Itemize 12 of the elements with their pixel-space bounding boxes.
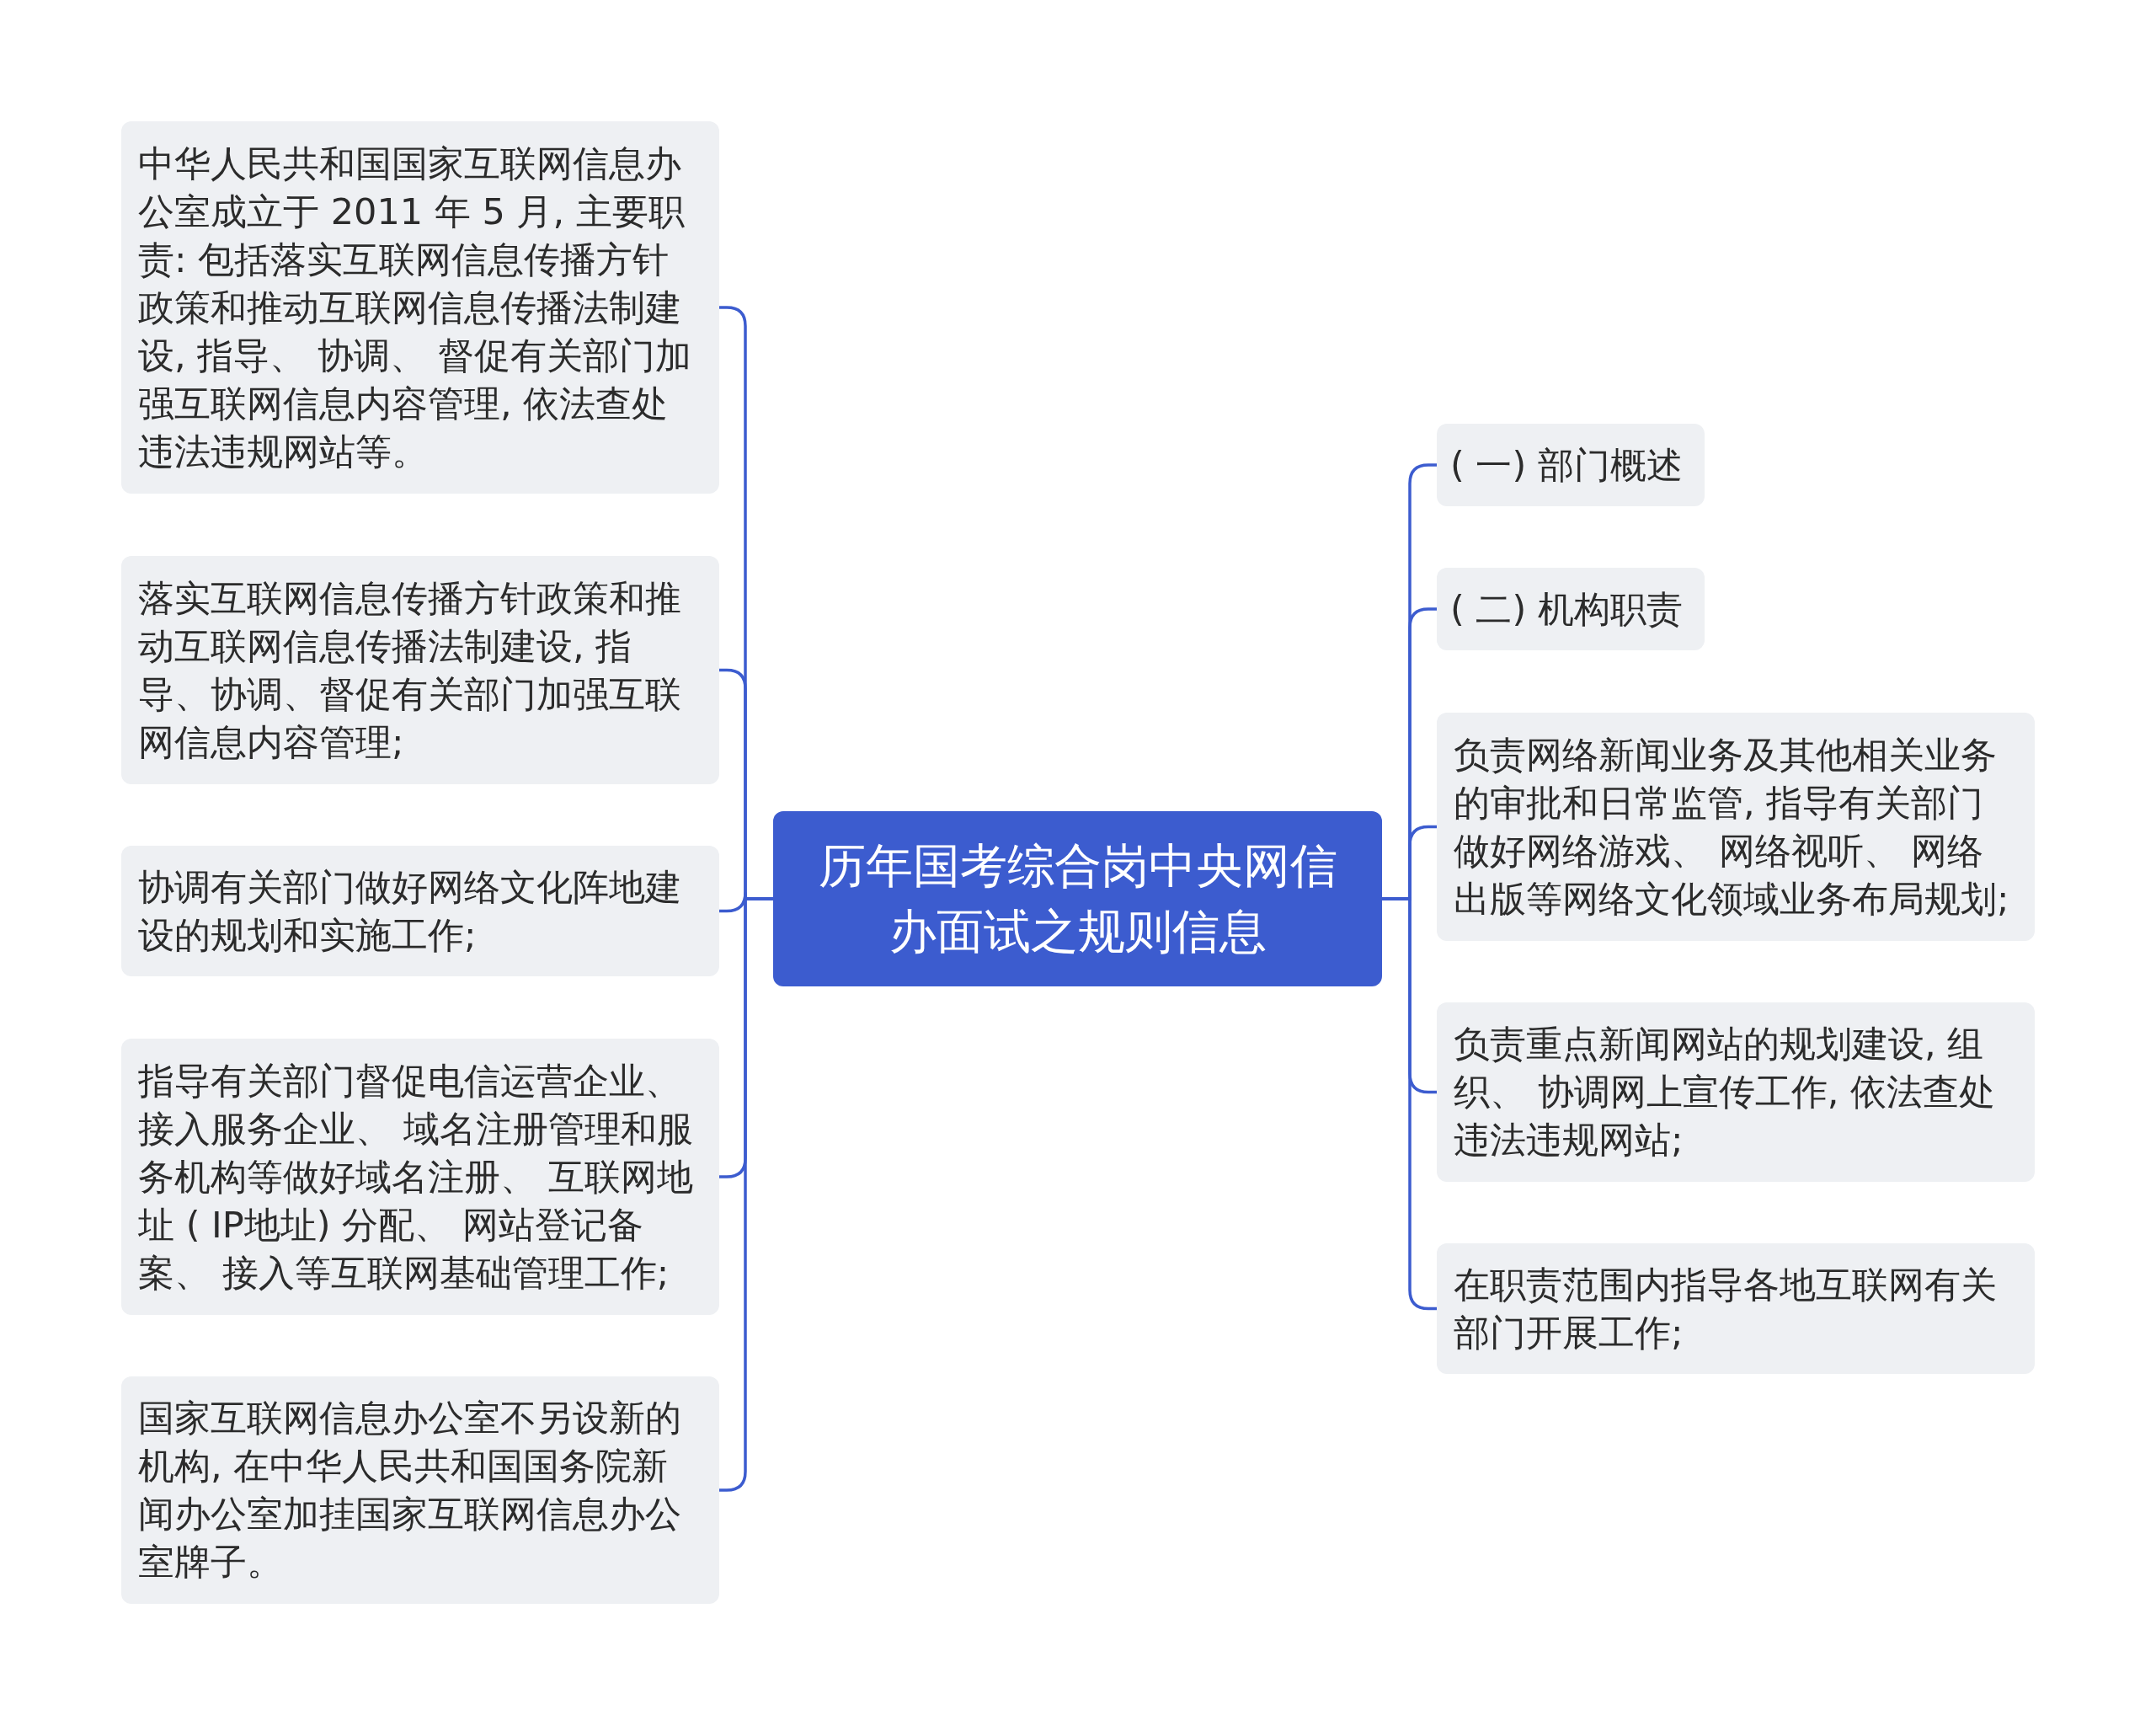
subtopic-box: 中华人民共和国国家互联网信息办公室成立于 2011 年 5 月, 主要职责: 包括落实互联网信息传播方针政策和推动互联网信息传播法制建设, 指导、 协调、 督促有关部门加强互联网信息内容管理, 依法查处违法违规网站等。 <box>121 121 719 494</box>
subtopic-box: 负责网络新闻业务及其他相关业务的审批和日常监管, 指导有关部门做好网络游戏、 网络视听、 网络出版等网络文化领域业务布局规划; <box>1437 713 2035 941</box>
subtopic-box: 协调有关部门做好网络文化阵地建设的规划和实施工作; <box>121 846 719 976</box>
subtopic-box: ( 一) 部门概述 <box>1437 424 1705 506</box>
subtopic-box: 指导有关部门督促电信运营企业、接入服务企业、 域名注册管理和服务机构等做好域名注册、 互联网地址 ( IP地址) 分配、 网站登记备案、 接入等互联网基础管理工作; <box>121 1039 719 1315</box>
topic-box: 历年国考综合岗中央网信办面试之规则信息 <box>773 811 1382 986</box>
subtopic-box: 落实互联网信息传播方针政策和推动互联网信息传播法制建设, 指导、协调、督促有关部门加强互联网信息内容管理; <box>121 556 719 784</box>
subtopic-box: 在职责范围内指导各地互联网有关部门开展工作; <box>1437 1243 2035 1374</box>
subtopic-box: 国家互联网信息办公室不另设新的机构, 在中华人民共和国国务院新闻办公室加挂国家互联网信息办公室牌子。 <box>121 1376 719 1604</box>
subtopic-box: ( 二) 机构职责 <box>1437 568 1705 650</box>
connector-line <box>1382 897 1437 1311</box>
subtopic-box: 负责重点新闻网站的规划建设, 组织、 协调网上宣传工作, 依法查处违法违规网站; <box>1437 1002 2035 1182</box>
